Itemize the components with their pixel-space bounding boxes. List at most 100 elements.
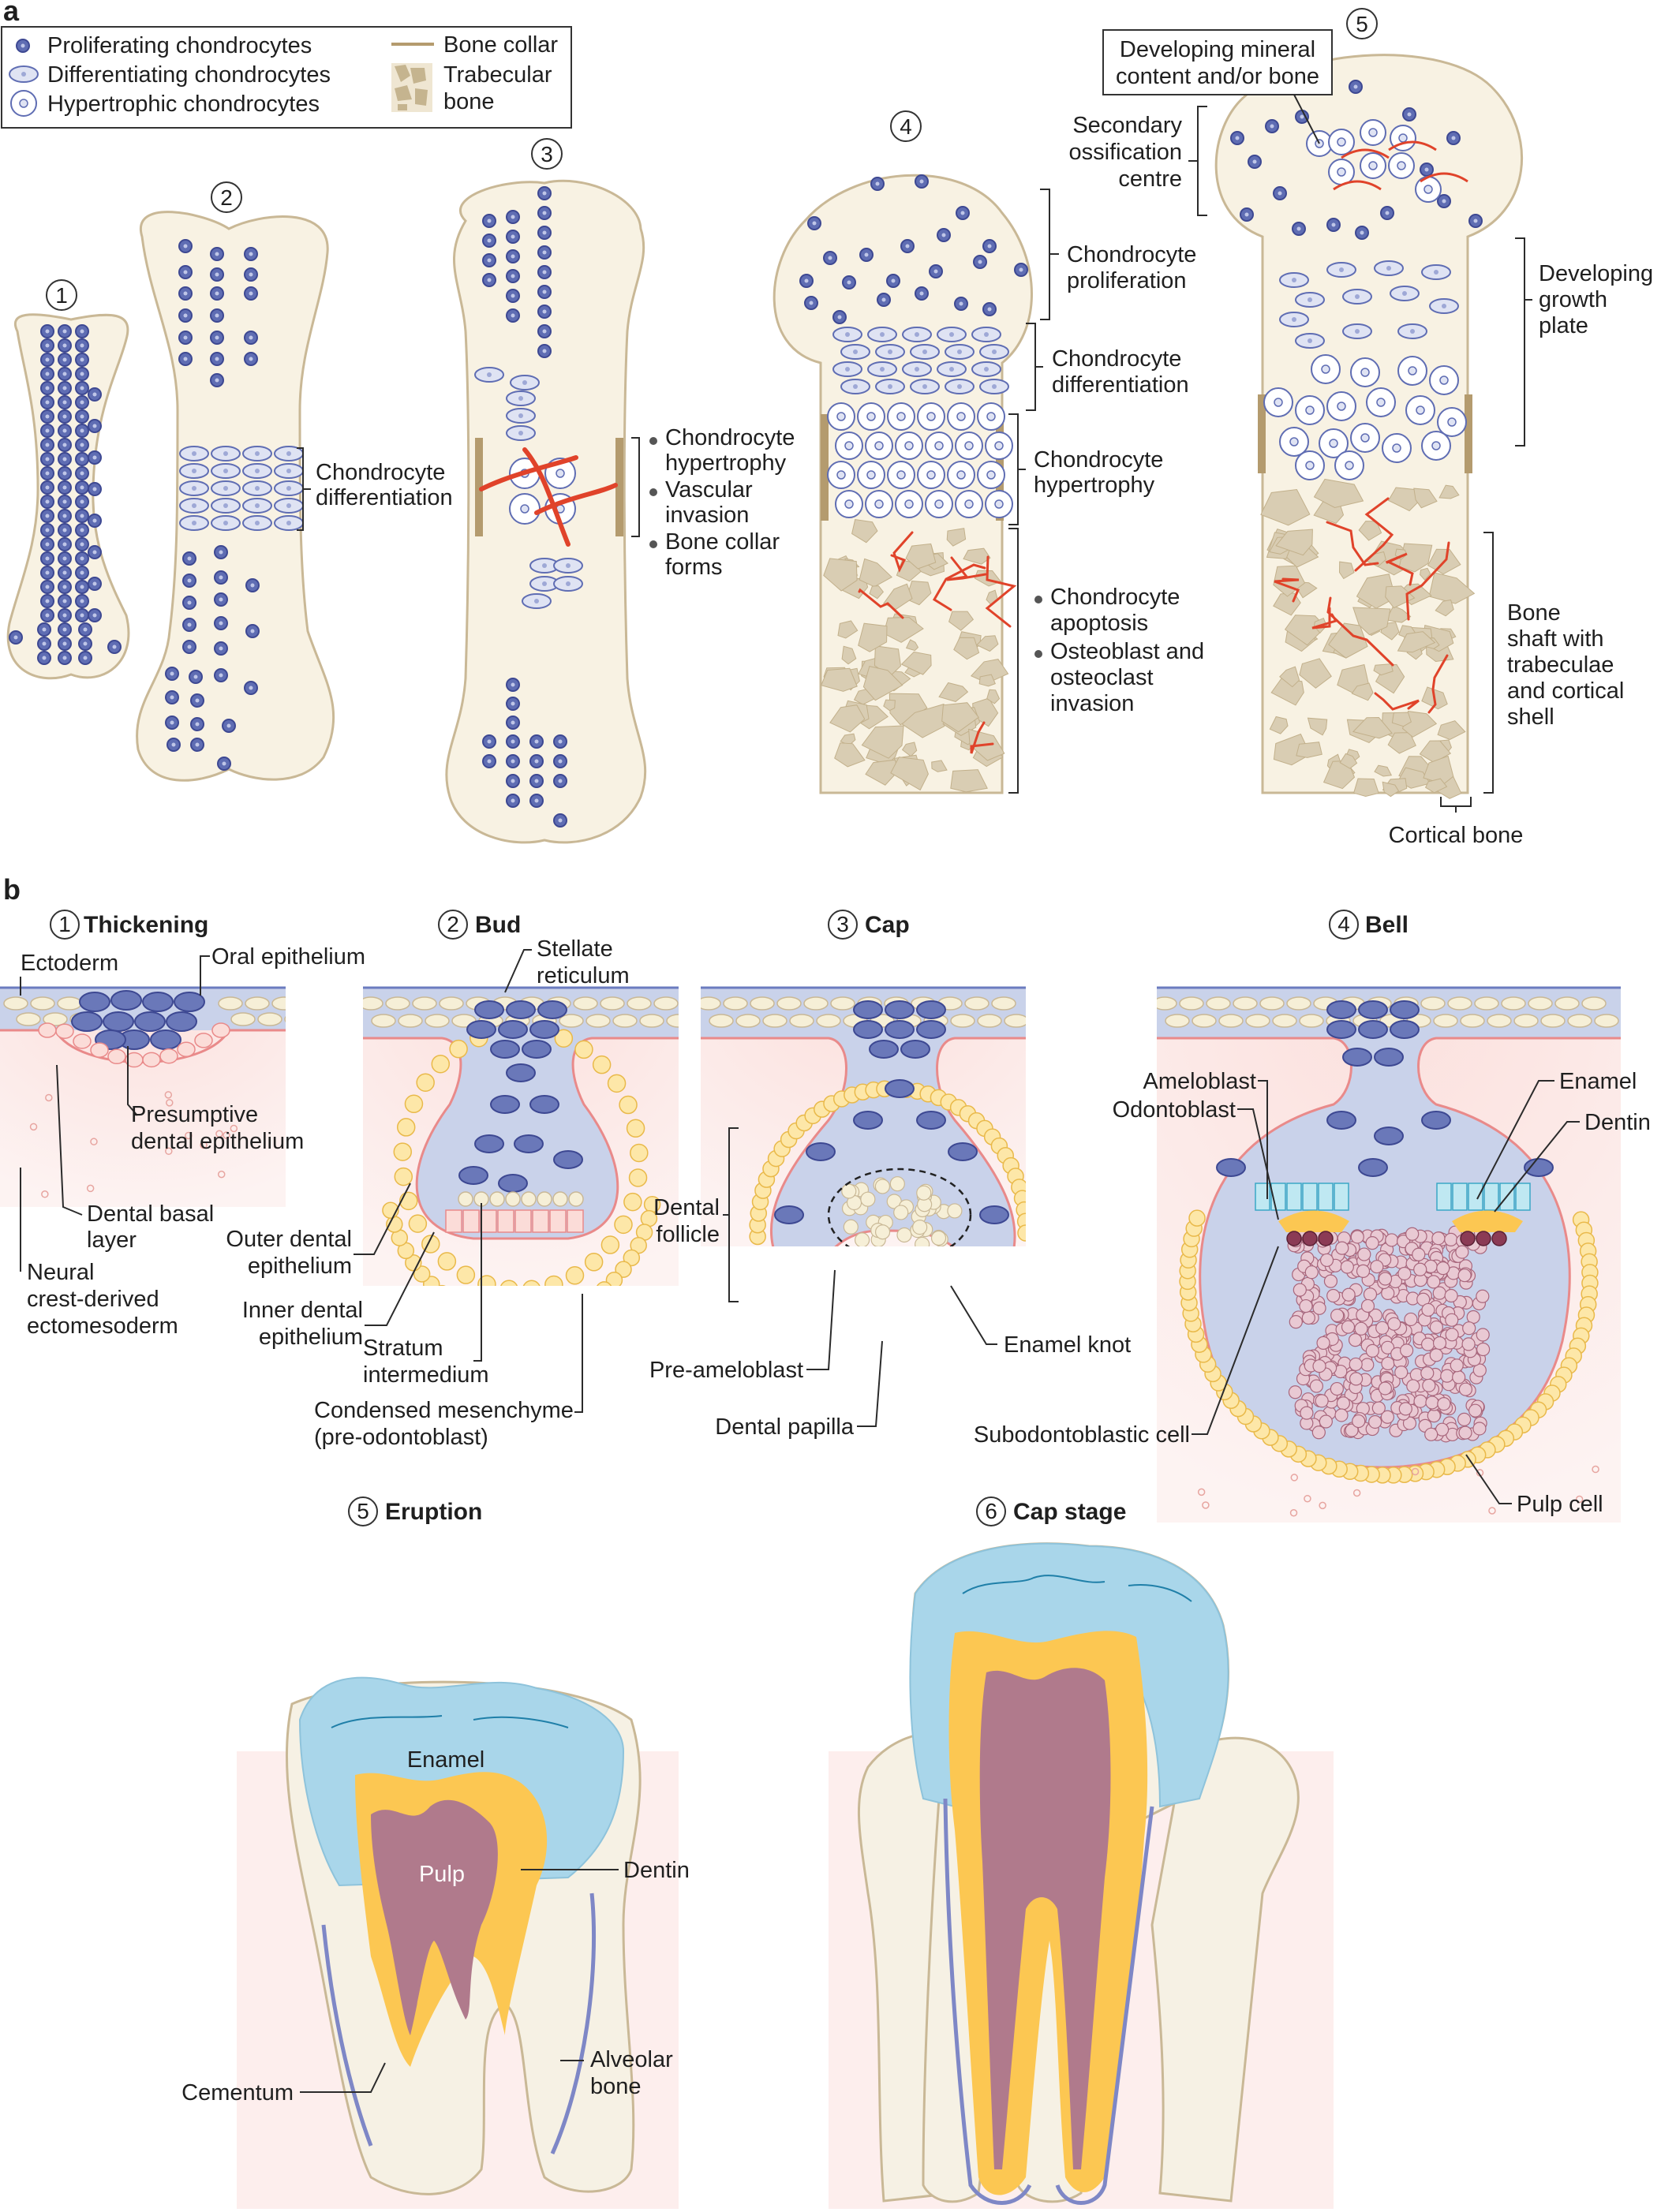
cell-nucleus — [192, 521, 196, 525]
cell-nucleus — [922, 349, 927, 354]
bone-stage-1 — [6, 313, 130, 680]
dental-papilla-cell — [842, 1305, 855, 1317]
tooth-stage-cap-stage — [829, 1542, 1334, 2209]
stellate-reticulum-cell — [1374, 1048, 1404, 1067]
dental-papilla-cell — [816, 1317, 829, 1329]
trabecular-fragment — [1338, 561, 1355, 580]
pulp-cell — [1420, 1366, 1435, 1381]
cell-nucleus — [511, 682, 515, 687]
cell-nucleus — [511, 701, 515, 706]
dental-papilla-cell — [902, 1321, 915, 1334]
dental-basal-cell — [177, 1041, 196, 1057]
enamel-layer — [1452, 1210, 1523, 1232]
oral-epithelium-cell — [573, 996, 598, 1011]
oral-epithelium-cell — [776, 996, 802, 1011]
cell-nucleus — [891, 278, 896, 283]
oral-epithelium-cell — [1513, 1014, 1539, 1028]
pulp-cell — [1315, 1394, 1329, 1408]
dental-papilla-cell — [953, 1276, 966, 1289]
condensed-mesenchyme-cell — [619, 1095, 638, 1115]
inner-dental-cell — [567, 1209, 584, 1233]
legend-hypertrophic: Hypertrophic chondrocytes — [47, 92, 320, 117]
cell-nucleus — [45, 400, 50, 405]
cell-nucleus — [286, 469, 291, 473]
mesenchyme-dot — [223, 1131, 230, 1139]
dental-papilla-cell — [889, 1276, 901, 1288]
cell-nucleus — [896, 470, 906, 480]
label-s3-hypertrophy-2: hypertrophy — [665, 450, 787, 476]
dental-papilla-cell — [925, 1296, 937, 1309]
oral-epithelium-cell — [735, 1014, 761, 1028]
cell-nucleus — [1360, 230, 1364, 235]
mesenchyme-dot — [1290, 1474, 1299, 1482]
stellate-reticulum-cell — [916, 1000, 946, 1019]
oral-epithelium-cell — [1540, 1014, 1566, 1028]
condensed-mesenchyme-cell — [628, 1168, 648, 1187]
pulp-cell — [1319, 1414, 1333, 1429]
cell-nucleus — [80, 428, 84, 433]
cell-nucleus — [45, 471, 50, 476]
trabecular-fragment — [829, 704, 866, 733]
condensed-mesenchyme-cell — [615, 1261, 632, 1278]
pulp-cell — [1380, 1410, 1395, 1424]
label-neural-3: ectomesoderm — [27, 1313, 178, 1339]
pulp-cell — [1406, 1379, 1420, 1393]
oral-epithelium-cell — [30, 996, 55, 1011]
dental-papilla-cell — [964, 1321, 977, 1333]
stage-number-circles: 1 2 3 4 5 — [46, 8, 1378, 311]
dental-papilla-cell — [815, 1296, 828, 1309]
dental-papilla-cell — [927, 1302, 940, 1314]
label-subodontoblastic: Subodontoblastic cell — [974, 1422, 1190, 1448]
bud-structure — [363, 996, 679, 1286]
condensed-mesenchyme-cell — [404, 1094, 424, 1114]
stage-b1-number: 1 — [58, 912, 71, 936]
pulp-cell — [1299, 1298, 1313, 1313]
cell-nucleus — [215, 313, 219, 318]
cell-nucleus — [222, 761, 226, 766]
cell-nucleus — [255, 451, 260, 456]
cell-nucleus — [933, 269, 938, 274]
cell-nucleus — [1397, 161, 1406, 170]
cell-nucleus — [896, 412, 906, 421]
trabecular-fragment — [1423, 755, 1454, 785]
trabecular-fragment — [931, 760, 948, 772]
cell-nucleus — [836, 412, 846, 421]
cell-nucleus — [62, 357, 67, 362]
bone-4-cells — [799, 174, 1028, 518]
cell-nucleus — [1442, 304, 1446, 308]
cell-nucleus — [1278, 191, 1282, 196]
stellate-reticulum-cell — [979, 1205, 1009, 1224]
oral-epithelium-cell — [1581, 996, 1607, 1011]
cell-nucleus — [487, 759, 492, 764]
trabecular-fragment — [862, 666, 903, 701]
stellate-reticulum-cell — [1390, 1000, 1420, 1019]
oral-epithelium-cell — [559, 1014, 584, 1028]
trabecular-fragment — [1313, 478, 1364, 509]
dental-papilla-cell — [963, 1280, 976, 1292]
oral-epithelium-cell — [585, 1014, 611, 1028]
legend: Proliferating chondrocytes Differentiati… — [1, 26, 572, 129]
cell-nucleus — [249, 252, 253, 256]
trabecular-fragment — [869, 585, 885, 600]
mesenchyme-dot — [1575, 1495, 1584, 1504]
condensed-mesenchyme-cell — [413, 1265, 431, 1283]
cell-nucleus — [62, 570, 67, 575]
cell-nucleus — [949, 367, 954, 372]
cell-nucleus — [192, 469, 196, 473]
dental-papilla-cell — [854, 1286, 866, 1298]
pulp-cell — [1326, 1288, 1341, 1303]
pulp-cell — [1429, 1348, 1443, 1362]
mesenchyme-dot — [29, 1123, 38, 1131]
oral-epithelium-cell — [1501, 996, 1526, 1011]
oral-epithelium-cell — [639, 1014, 664, 1028]
cell-nucleus — [62, 457, 67, 461]
cell-nucleus — [487, 372, 492, 377]
cell-nucleus — [1398, 133, 1408, 143]
cell-nucleus — [836, 470, 846, 480]
cell-nucleus — [193, 674, 198, 679]
dental-papilla-cell — [826, 1324, 839, 1336]
pre-ameloblast-cell — [841, 1254, 857, 1278]
enamel-knot-cell — [916, 1185, 932, 1201]
pulp-cell — [1371, 1401, 1386, 1415]
enamel-knot-cell — [912, 1220, 928, 1235]
